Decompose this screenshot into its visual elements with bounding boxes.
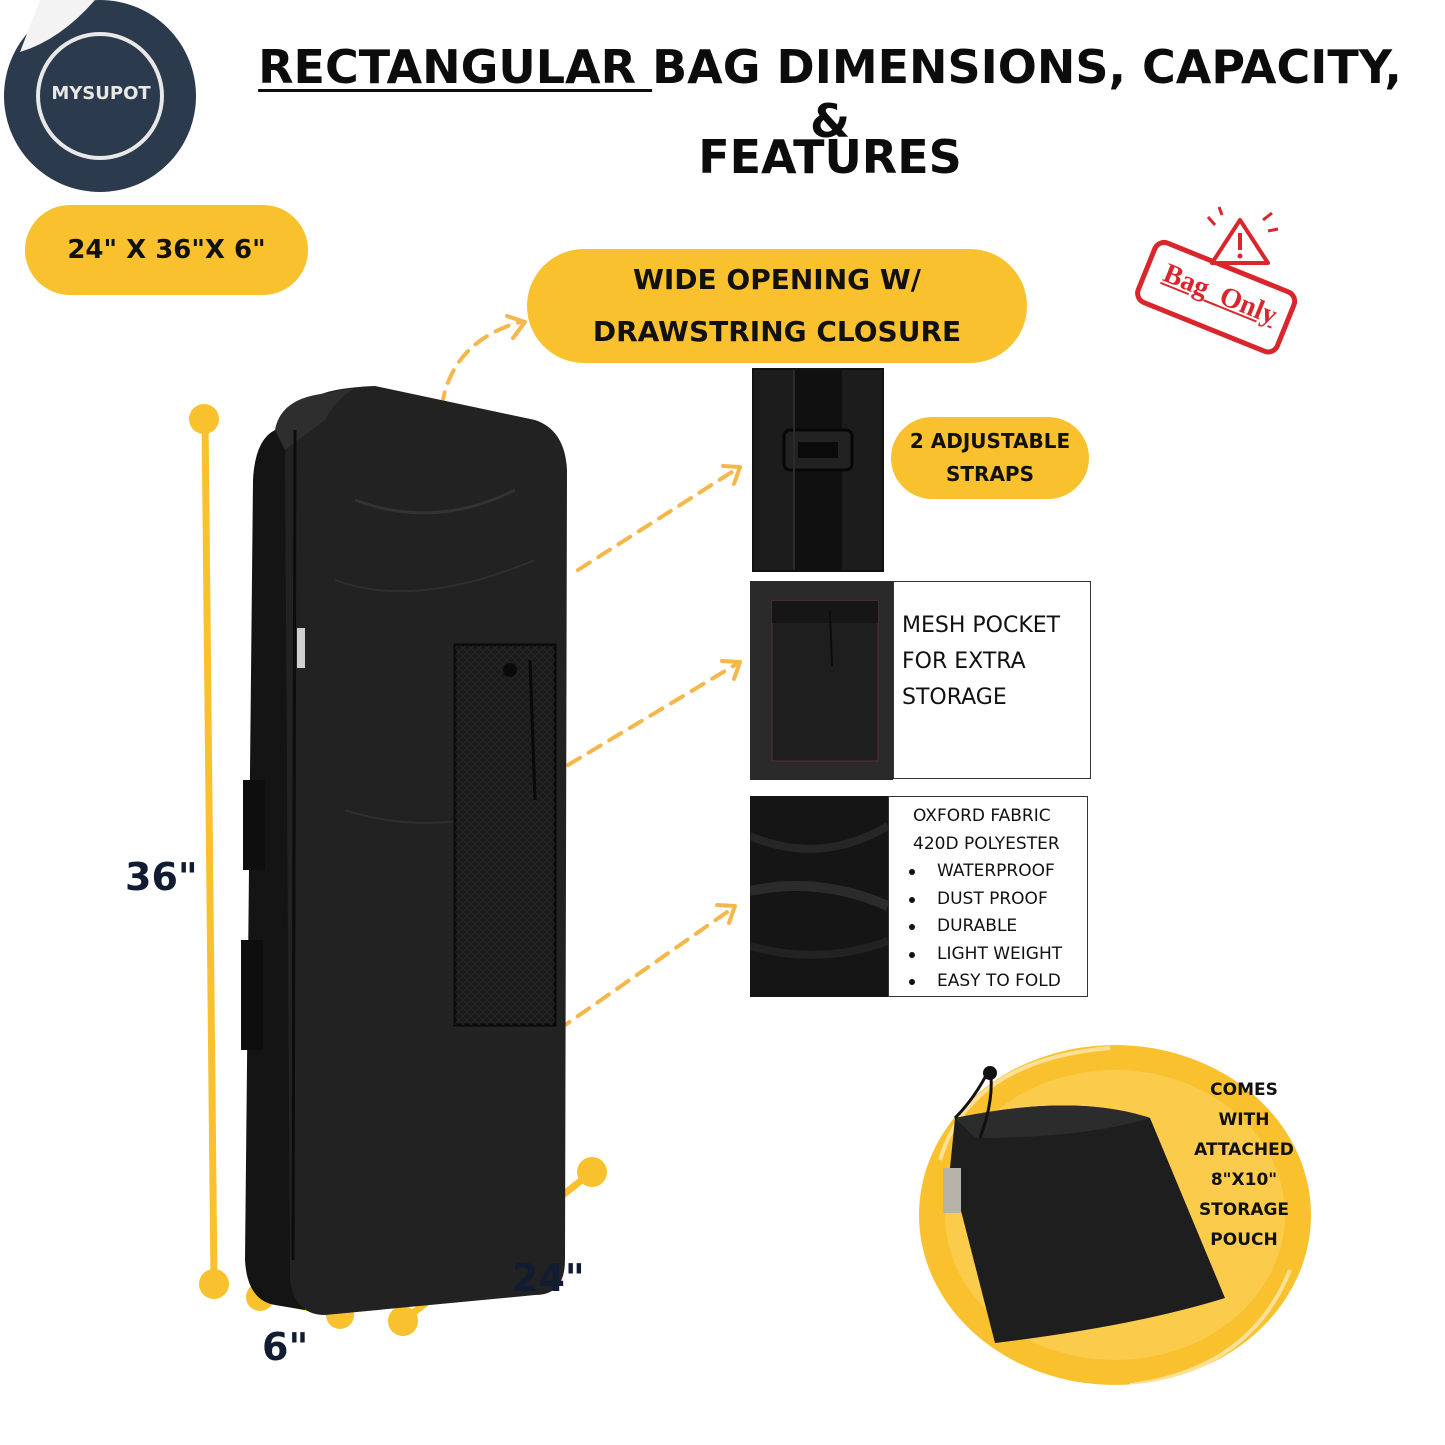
mesh-line3: STORAGE [902, 685, 1007, 710]
logo-text: MYSUPOT [51, 83, 151, 104]
height-dimension-line [201, 417, 218, 1285]
opening-line1: WIDE OPENING W/ [633, 263, 921, 296]
pouch-line5: POUCH [1210, 1230, 1278, 1250]
size-badge: 24" X 36"X 6" [25, 205, 308, 295]
fabric-arrow-head [715, 903, 737, 925]
depth-label: 6" [262, 1325, 309, 1369]
opening-arrow-head [505, 314, 527, 340]
mesh-line1: MESH POCKET [902, 613, 1061, 638]
mesh-arrow-head [720, 659, 742, 681]
pouch-line2: ATTACHED [1194, 1140, 1294, 1160]
brand-logo: MYSUPOT [0, 0, 205, 205]
title-underlined-word: RECTANGULAR [258, 40, 653, 94]
mesh-pocket-box: MESH POCKET FOR EXTRA STORAGE [893, 581, 1091, 779]
height-label: 36" [125, 855, 198, 899]
fabric-features-list: WATERPROOF DUST PROOF DURABLE LIGHT WEIG… [889, 858, 1087, 996]
straps-photo [752, 368, 884, 572]
page-title-line2: FEATURES [698, 130, 962, 184]
fabric-photo [750, 796, 888, 997]
straps-line2: STRAPS [946, 462, 1034, 486]
fabric-feature-item: LIGHT WEIGHT [889, 941, 1087, 969]
straps-arrow-path [576, 468, 737, 572]
fabric-arrow-path [556, 908, 732, 1032]
fabric-line1: OXFORD FABRIC [913, 806, 1051, 826]
opening-arrow-path [438, 320, 522, 432]
storage-pouch-image [943, 1066, 1225, 1343]
straps-arrow-head [721, 464, 742, 486]
logo-badge-icon [4, 0, 196, 192]
pouch-callout: COMES WITH ATTACHED 8"X10" STORAGE POUCH [1183, 1075, 1305, 1255]
opening-line2: DRAWSTRING CLOSURE [592, 315, 962, 348]
width-label: 24" [512, 1256, 585, 1300]
straps-line1: 2 ADJUSTABLE [909, 429, 1071, 453]
straps-callout: 2 ADJUSTABLE STRAPS [891, 417, 1089, 499]
fabric-feature-item: WATERPROOF [889, 858, 1087, 886]
fabric-feature-item: EASY TO FOLD [889, 968, 1087, 996]
page-title: RECTANGULAR BAG DIMENSIONS, CAPACITY, & [240, 40, 1420, 148]
warning-icon [1206, 206, 1279, 265]
mesh-arrow-path [566, 663, 737, 767]
pouch-line4: STORAGE [1198, 1200, 1290, 1220]
opening-callout: WIDE OPENING W/ DRAWSTRING CLOSURE [527, 249, 1027, 363]
mesh-pocket-graphic [453, 643, 557, 1027]
pouch-line1: COMES WITH [1210, 1080, 1278, 1130]
fabric-line2: 420D POLYESTER [913, 833, 1060, 854]
bag-only-stamp: Bag_Only [1120, 205, 1310, 365]
mesh-pocket-photo [750, 581, 893, 780]
fabric-box: OXFORD FABRIC 420D POLYESTER WATERPROOF … [888, 796, 1088, 997]
pouch-line3: 8"X10" [1210, 1170, 1278, 1190]
fabric-feature-item: DURABLE [889, 913, 1087, 941]
rectangular-bag-image [241, 386, 567, 1315]
mesh-line2: FOR EXTRA [902, 649, 1026, 674]
fabric-feature-item: DUST PROOF [889, 886, 1087, 914]
title-rest: BAG DIMENSIONS, CAPACITY, & [652, 40, 1402, 148]
